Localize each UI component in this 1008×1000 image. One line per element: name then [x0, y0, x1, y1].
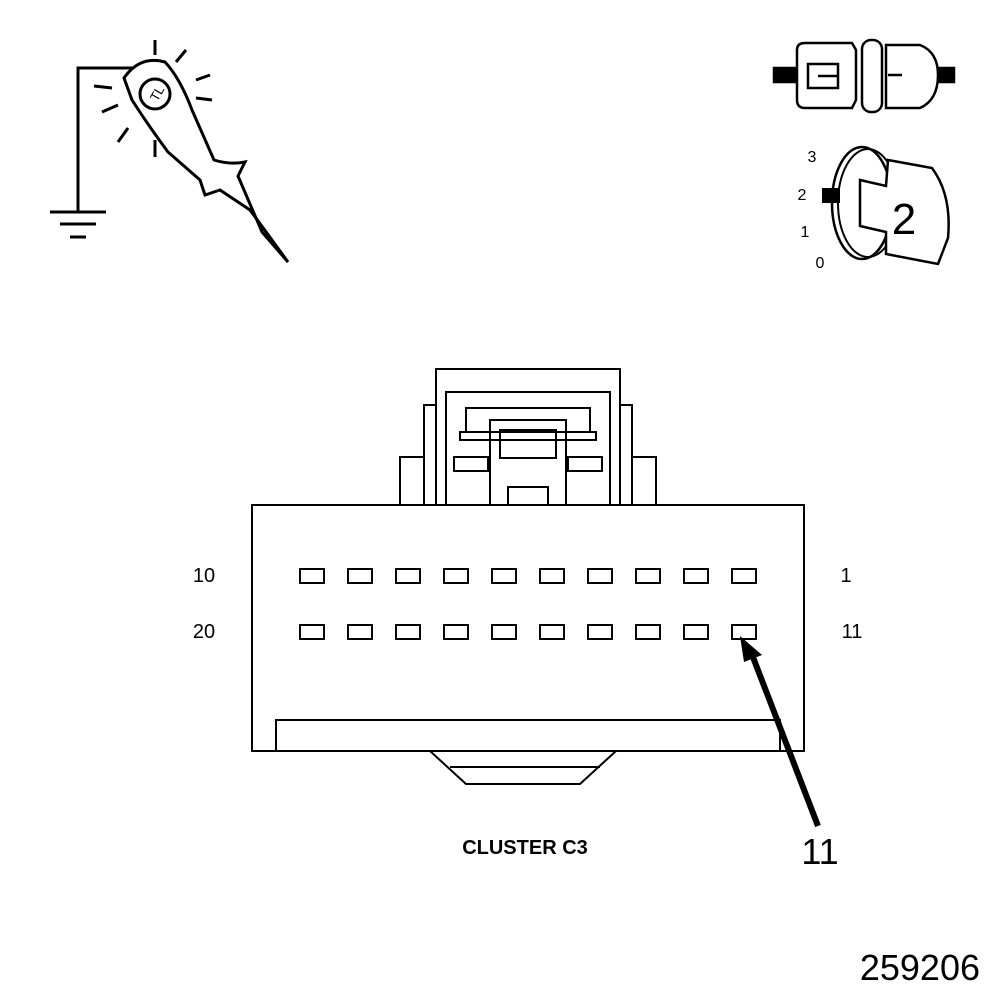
ignition-position-0: 0	[816, 255, 825, 272]
svg-text:TL: TL	[147, 83, 168, 104]
pin-cavity-17	[443, 624, 469, 640]
ignition-position-3: 3	[808, 149, 817, 166]
callout-pin-label: 11	[801, 831, 838, 872]
pin-cavity-20	[299, 624, 325, 640]
pin-cavity-19	[347, 624, 373, 640]
ignition-key-position-icon: 2 3 2 1 0	[798, 145, 950, 272]
pin-cavity-6	[491, 568, 517, 584]
ignition-position-marker	[822, 188, 840, 203]
pin-cavity-2	[683, 568, 709, 584]
connector-disconnected-icon	[772, 38, 956, 114]
pin-cavity-12	[683, 624, 709, 640]
pin-cavity-16	[491, 624, 517, 640]
pin-cavity-3	[635, 568, 661, 584]
pin-cavity-4	[587, 568, 613, 584]
pin-cavity-11	[731, 624, 757, 640]
pin-cavity-14	[587, 624, 613, 640]
pin-label-10: 10	[193, 565, 215, 587]
pin-cavity-9	[347, 568, 373, 584]
pin-callout-arrow	[740, 636, 821, 828]
test-light-to-ground-icon: TL	[50, 40, 290, 263]
pin-cavity-7	[443, 568, 469, 584]
pin-cavity-1	[731, 568, 757, 584]
pin-cavity-8	[395, 568, 421, 584]
pin-label-20: 20	[193, 621, 215, 643]
ignition-position-2: 2	[798, 187, 807, 204]
ignition-key-label: 2	[892, 195, 916, 244]
pin-cavities	[299, 568, 757, 640]
pin-cavity-10	[299, 568, 325, 584]
pin-label-1: 1	[840, 565, 851, 587]
connector-name: CLUSTER C3	[462, 837, 588, 859]
pin-label-11: 11	[842, 621, 863, 643]
connector-c3	[251, 368, 805, 785]
pin-cavity-18	[395, 624, 421, 640]
figure-number: 259206	[860, 947, 980, 988]
pin-cavity-13	[635, 624, 661, 640]
pin-cavity-15	[539, 624, 565, 640]
pin-cavity-5	[539, 568, 565, 584]
ignition-position-1: 1	[801, 224, 810, 241]
